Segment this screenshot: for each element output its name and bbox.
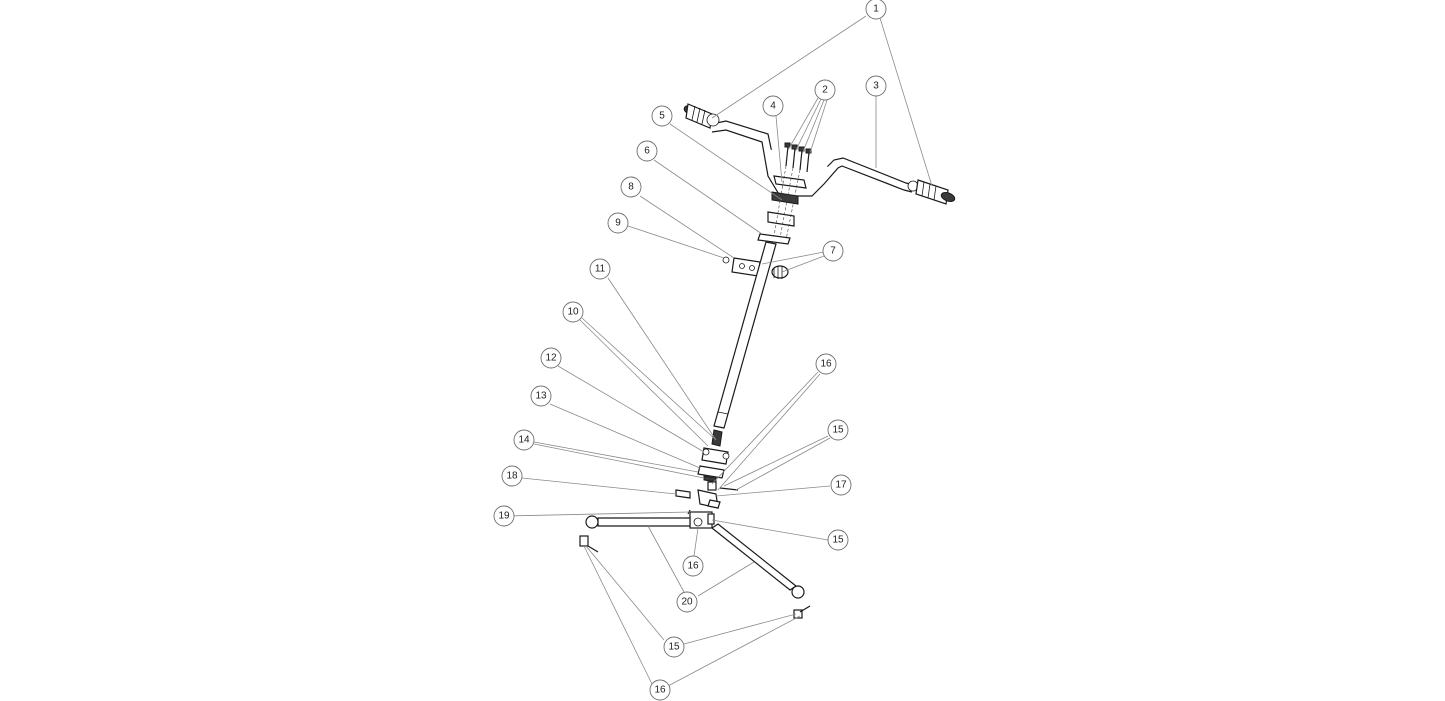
bushing bbox=[771, 265, 789, 279]
callout-4: 4 bbox=[762, 95, 784, 117]
clamp-bolts bbox=[784, 142, 812, 173]
callout-label: 19 bbox=[498, 511, 510, 522]
callout-label: 20 bbox=[681, 597, 693, 608]
callout-14: 14 bbox=[513, 429, 535, 451]
callout-5: 5 bbox=[651, 105, 673, 127]
callout-label: 15 bbox=[832, 535, 844, 546]
callout-8: 8 bbox=[620, 176, 642, 198]
callout-16-upper: 16 bbox=[815, 353, 837, 375]
callout-label: 16 bbox=[654, 685, 666, 696]
callout-16-lower: 16 bbox=[649, 679, 671, 701]
callout-13: 13 bbox=[530, 385, 552, 407]
callout-15-middle: 15 bbox=[827, 529, 849, 551]
callout-1: 1 bbox=[865, 0, 887, 20]
callout-15-upper: 15 bbox=[827, 419, 849, 441]
right-tie-rod bbox=[710, 523, 811, 619]
lower-clamp bbox=[767, 211, 795, 227]
callout-label: 9 bbox=[615, 218, 621, 229]
callout-11: 11 bbox=[589, 258, 611, 280]
callout-label: 6 bbox=[644, 146, 650, 157]
callout-label: 7 bbox=[830, 246, 836, 257]
callout-label: 14 bbox=[518, 435, 530, 446]
callouts: 1 2 3 4 5 6 7 8 9 10 11 bbox=[493, 0, 887, 701]
callout-label: 5 bbox=[659, 111, 665, 122]
callout-2: 2 bbox=[814, 79, 836, 101]
callout-7: 7 bbox=[822, 240, 844, 262]
callout-label: 8 bbox=[628, 182, 634, 193]
callout-16-middle: 16 bbox=[682, 555, 704, 577]
callout-18: 18 bbox=[501, 465, 523, 487]
tie-rod-pivot bbox=[687, 509, 715, 529]
callout-label: 18 bbox=[506, 471, 518, 482]
parts-drawing bbox=[579, 103, 956, 619]
lower-assembly bbox=[675, 447, 739, 509]
callout-17: 17 bbox=[830, 474, 852, 496]
callout-20: 20 bbox=[676, 591, 698, 613]
callout-label: 4 bbox=[770, 101, 776, 112]
callout-19: 19 bbox=[493, 505, 515, 527]
callout-label: 3 bbox=[873, 81, 879, 92]
bar-knurl bbox=[771, 191, 799, 205]
callout-label: 16 bbox=[820, 359, 832, 370]
callout-label: 1 bbox=[873, 4, 879, 15]
right-grip bbox=[907, 179, 956, 205]
callout-6: 6 bbox=[636, 140, 658, 162]
callout-label: 12 bbox=[545, 353, 557, 364]
callout-12: 12 bbox=[540, 347, 562, 369]
callout-label: 15 bbox=[668, 642, 680, 653]
left-grip bbox=[683, 103, 720, 129]
leader-lines bbox=[505, 15, 933, 687]
callout-label: 13 bbox=[535, 391, 547, 402]
steering-column bbox=[713, 241, 777, 429]
callout-15-lower: 15 bbox=[663, 636, 685, 658]
callout-label: 10 bbox=[567, 307, 579, 318]
callout-label: 15 bbox=[832, 425, 844, 436]
callout-label: 16 bbox=[687, 561, 699, 572]
left-tie-rod bbox=[579, 515, 691, 553]
callout-3: 3 bbox=[865, 75, 887, 97]
callout-label: 11 bbox=[595, 264, 606, 275]
callout-label: 17 bbox=[835, 480, 847, 491]
top-plate bbox=[757, 233, 791, 245]
bracket bbox=[722, 256, 761, 277]
callout-10: 10 bbox=[562, 301, 584, 323]
handlebar bbox=[711, 120, 915, 197]
callout-label: 2 bbox=[822, 85, 828, 96]
callout-9: 9 bbox=[607, 212, 629, 234]
